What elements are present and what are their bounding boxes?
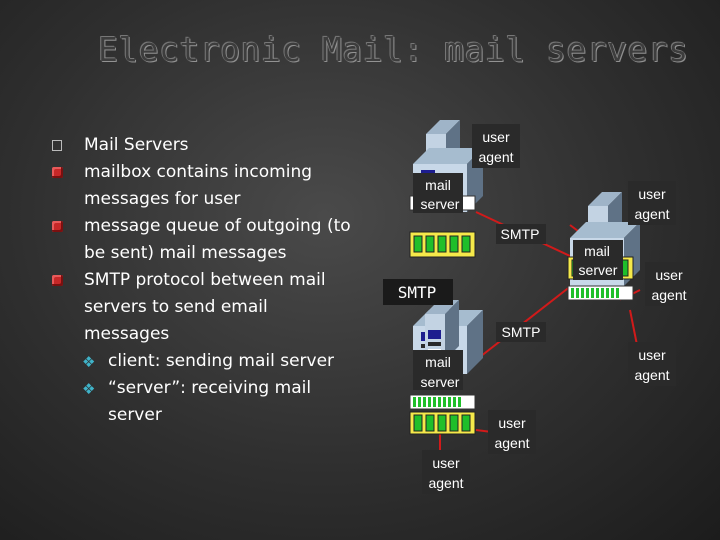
bullet-smtp-protocol: SMTP protocol between mail servers to se… — [52, 267, 352, 348]
svg-text:SMTP: SMTP — [398, 283, 437, 302]
svg-text:agent: agent — [634, 367, 669, 383]
bullet-text: mailbox contains incoming messages for u… — [84, 162, 313, 209]
svg-text:SMTP: SMTP — [501, 226, 540, 242]
svg-text:agent: agent — [634, 206, 669, 222]
bullet-text: SMTP protocol between mail servers to se… — [84, 270, 326, 344]
user-agent-bottom: user agent — [422, 450, 470, 494]
red-square-bullet-icon — [52, 167, 63, 178]
mailbox-icon — [409, 231, 476, 258]
user-agent-top: user agent — [472, 124, 520, 168]
sub-bullet-text: “server”: receiving mail server — [108, 378, 312, 425]
queue-icon — [571, 288, 619, 298]
svg-text:user: user — [482, 129, 510, 145]
svg-text:agent: agent — [494, 435, 529, 451]
mail-server-label-bottom: mail server — [413, 350, 463, 390]
hollow-square-bullet-icon — [52, 140, 62, 151]
svg-text:SMTP: SMTP — [502, 324, 541, 340]
svg-text:user: user — [638, 347, 666, 363]
svg-text:agent: agent — [478, 149, 513, 165]
queue-icon — [413, 397, 461, 407]
svg-text:mail: mail — [425, 354, 451, 370]
sub-bullet-server: ❖ “server”: receiving mail server — [52, 375, 352, 429]
svg-text:user: user — [655, 267, 683, 283]
mailbox-icon — [409, 411, 476, 435]
smtp-label-big: SMTP — [383, 279, 453, 305]
mail-server-label-top: mail server — [413, 173, 463, 213]
diamond-bullet-icon: ❖ — [82, 353, 96, 371]
svg-text:agent: agent — [428, 475, 463, 491]
slide-title: Electronic Mail: mail servers — [98, 30, 689, 69]
user-agent-right-low: user agent — [628, 342, 676, 386]
svg-text:mail: mail — [584, 243, 610, 259]
red-square-bullet-icon — [52, 275, 63, 286]
user-agent-bottom-mid: user agent — [488, 410, 536, 454]
svg-text:server: server — [421, 196, 460, 212]
bullet-mail-servers: Mail Servers — [52, 132, 352, 159]
mail-server-label-right: mail server — [573, 240, 623, 280]
svg-text:server: server — [579, 262, 618, 278]
svg-text:server: server — [421, 374, 460, 390]
svg-text:mail: mail — [425, 177, 451, 193]
svg-text:agent: agent — [651, 287, 686, 303]
smtp-label-top: SMTP — [496, 224, 546, 244]
bullet-text: message queue of outgoing (to be sent) m… — [84, 216, 351, 263]
sub-bullet-text: client: sending mail server — [108, 351, 335, 371]
user-agent-right-top: user agent — [628, 181, 676, 225]
bullet-list: Mail Servers mailbox contains incoming m… — [52, 132, 352, 429]
user-agent-right-mid: user agent — [645, 262, 693, 306]
smtp-label-right: SMTP — [496, 322, 546, 342]
diamond-bullet-icon: ❖ — [82, 380, 96, 398]
svg-text:user: user — [498, 415, 526, 431]
bullet-mailbox: mailbox contains incoming messages for u… — [52, 159, 352, 213]
red-square-bullet-icon — [52, 221, 63, 232]
sub-bullet-client: ❖ client: sending mail server — [52, 348, 352, 375]
svg-text:user: user — [432, 455, 460, 471]
bullet-message-queue: message queue of outgoing (to be sent) m… — [52, 213, 352, 267]
bullet-text: Mail Servers — [84, 135, 189, 155]
svg-text:user: user — [638, 186, 666, 202]
